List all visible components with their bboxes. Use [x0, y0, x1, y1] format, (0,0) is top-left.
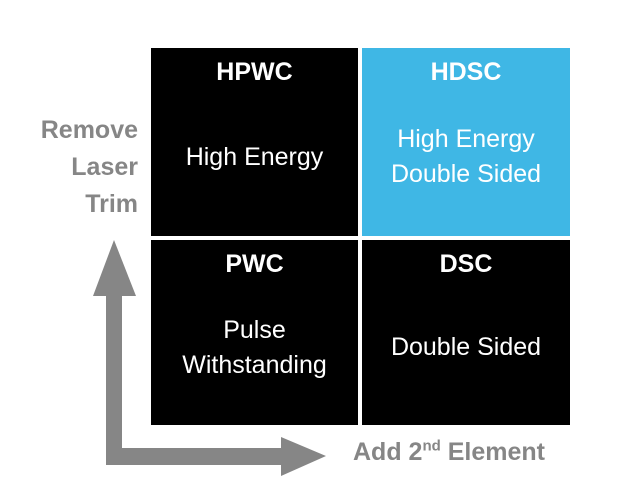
- cell-hdsc-title: HDSC: [430, 58, 502, 86]
- cell-dsc-body-line: Double Sided: [390, 333, 542, 361]
- cell-dsc: DSC Double Sided: [362, 240, 570, 425]
- y-axis-label-line: Remove: [40, 116, 138, 144]
- cell-hpwc-body-line: High Energy: [185, 142, 324, 171]
- cell-pwc-title: PWC: [225, 250, 284, 278]
- cell-hpwc: HPWC High Energy: [151, 48, 358, 236]
- cell-dsc-title: DSC: [439, 250, 493, 278]
- cell-hdsc-body: High Energy Double Sided: [391, 88, 541, 236]
- up-arrow: [93, 240, 136, 465]
- cell-pwc-body-line: Withstanding: [182, 350, 327, 379]
- x-axis-label: Add 2nd Element: [353, 438, 545, 467]
- cell-hdsc-body-line: High Energy: [397, 125, 535, 153]
- cell-hdsc-body-line: Double Sided: [390, 160, 542, 188]
- cell-dsc-body: Double Sided: [391, 280, 541, 425]
- y-axis-label-line: Laser: [71, 153, 138, 181]
- y-axis-label-line: Trim: [85, 190, 138, 218]
- right-arrow: [106, 437, 326, 476]
- x-axis-label-superscript: nd: [422, 437, 441, 455]
- x-axis-label-suffix: Element: [440, 438, 545, 466]
- cell-hpwc-title: HPWC: [216, 58, 293, 86]
- cell-pwc-body-line: Pulse: [223, 315, 286, 344]
- y-axis-label: Remove Laser Trim: [10, 112, 138, 223]
- cell-hpwc-body: High Energy: [186, 88, 324, 236]
- cell-hdsc: HDSC High Energy Double Sided: [362, 48, 570, 236]
- cell-pwc-body: Pulse Withstanding: [182, 280, 327, 425]
- matrix-grid: HPWC High Energy HDSC High Energy Double…: [151, 48, 570, 425]
- cell-pwc: PWC Pulse Withstanding: [151, 240, 358, 425]
- x-axis-label-prefix: Add 2: [353, 438, 423, 466]
